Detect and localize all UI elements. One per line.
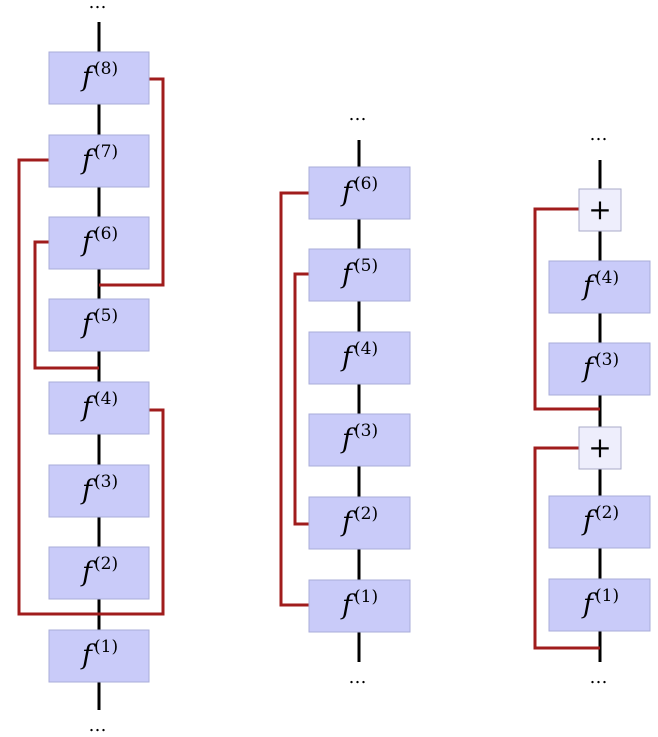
ellipsis-bottom: …	[590, 667, 611, 688]
ellipsis-top: …	[590, 124, 611, 145]
svg-text:+: +	[588, 193, 611, 226]
svg-text:(2): (2)	[595, 503, 619, 523]
svg-text:(5): (5)	[94, 306, 118, 326]
svg-text:(2): (2)	[94, 554, 118, 574]
skip-connection-6-to-1	[279, 191, 309, 607]
block-f2: f (2)	[308, 496, 411, 550]
block-f4: f (4)	[548, 260, 651, 314]
diagram-right: … + f (4) f (3) + f (2) f (1) …	[533, 124, 651, 688]
ellipsis-bottom: …	[349, 667, 370, 688]
svg-text:+: +	[588, 431, 611, 464]
skip-connection-7-to-1	[17, 158, 165, 616]
block-f1: f (1)	[548, 578, 651, 632]
block-f3: f (3)	[308, 413, 411, 467]
svg-text:(4): (4)	[94, 389, 118, 409]
svg-text:(4): (4)	[354, 339, 378, 359]
block-f7: f (7)	[48, 134, 150, 188]
svg-text:(4): (4)	[595, 268, 619, 288]
ellipsis-top: …	[89, 0, 110, 13]
svg-text:(6): (6)	[354, 174, 378, 194]
svg-text:(8): (8)	[94, 59, 118, 79]
block-f1: f (1)	[308, 579, 411, 633]
skip-connection-upper	[533, 207, 600, 411]
svg-text:(1): (1)	[94, 637, 118, 657]
svg-text:(7): (7)	[94, 142, 118, 162]
block-f5: f (5)	[48, 298, 150, 352]
diagram-middle: … f (6) f (5) f (4) f (3) f (2) f	[279, 104, 411, 688]
svg-text:(3): (3)	[354, 421, 378, 441]
svg-text:(3): (3)	[595, 350, 619, 370]
sum-node-upper: +	[578, 188, 622, 232]
skip-connection-5-to-2	[293, 272, 309, 526]
sum-node-lower: +	[578, 426, 622, 470]
ellipsis-top: …	[349, 104, 370, 125]
block-f1: f (1)	[48, 629, 150, 683]
block-f2: f (2)	[48, 546, 150, 600]
svg-text:(5): (5)	[354, 256, 378, 276]
block-f3: f (3)	[48, 464, 150, 518]
block-f3: f (3)	[548, 342, 651, 396]
diagram-left: … f (8) f (7) f (6) f (5) f (4) f	[17, 0, 165, 736]
skip-connection-6-to-4	[33, 240, 99, 370]
svg-text:(3): (3)	[94, 472, 118, 492]
ellipsis-bottom: …	[89, 715, 110, 736]
block-f6: f (6)	[308, 166, 411, 220]
block-f6: f (6)	[48, 216, 150, 270]
skip-connection-8-to-5	[99, 77, 165, 287]
block-f5: f (5)	[308, 248, 411, 302]
block-f4: f (4)	[308, 331, 411, 385]
block-f8: f (8)	[48, 51, 150, 105]
block-f2: f (2)	[548, 495, 651, 549]
svg-text:(6): (6)	[94, 224, 118, 244]
svg-text:(1): (1)	[595, 586, 619, 606]
svg-text:(2): (2)	[354, 504, 378, 524]
svg-text:(1): (1)	[354, 587, 378, 607]
block-f4: f (4)	[48, 381, 150, 435]
skip-connection-lower	[533, 446, 600, 650]
